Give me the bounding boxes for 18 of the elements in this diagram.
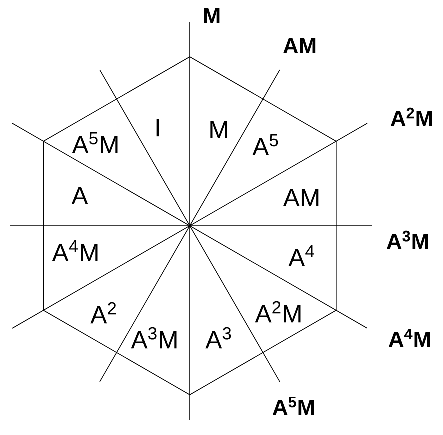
region-label: A$^{5}$ <box>252 134 278 156</box>
region-label: AM <box>283 189 319 207</box>
region-label: A$^{5}$M <box>72 132 118 154</box>
line-label: AM <box>284 38 316 54</box>
region-label: A$^{2}$ <box>90 302 116 324</box>
region-label: A$^{3}$ <box>206 327 232 349</box>
region-label: A <box>72 187 88 205</box>
line-label: A$^{5}$M <box>273 396 314 416</box>
line-label: M <box>204 8 220 24</box>
region-label: A$^{3}$M <box>131 327 177 349</box>
region-label: I <box>156 119 160 137</box>
region-label: A$^{2}$M <box>255 301 301 323</box>
region-label: M <box>210 121 228 139</box>
region-label: A$^{4}$ <box>288 246 314 266</box>
line-label: A$^{3}$M <box>387 230 428 250</box>
line-label: A$^{4}$M <box>389 328 430 348</box>
region-label: A$^{4}$M <box>52 240 98 262</box>
line-label: A$^{2}$M <box>391 108 432 126</box>
